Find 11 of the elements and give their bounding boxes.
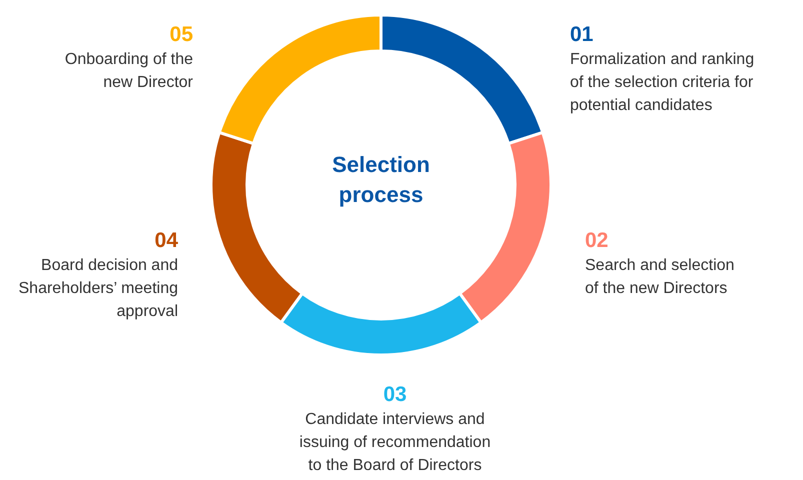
step-number: 03 — [382, 382, 408, 408]
step-description: Search and selection of the new Directors — [585, 256, 736, 299]
step-number: 05 — [168, 22, 193, 48]
step-number: 02 — [585, 228, 610, 254]
step-description: Formalization and ranking of the selection criteria for potential candidates — [570, 50, 756, 116]
step-description: Candidate interviews and issuing of recommendation to the Board of Directors — [298, 410, 492, 476]
step-number: 01 — [570, 22, 594, 48]
center-title: Selection process — [291, 150, 471, 210]
step-description: Onboarding of the new Director — [64, 50, 193, 93]
step-description: Board decision and Shareholders’ meeting approval — [18, 256, 178, 322]
step-number: 04 — [154, 228, 178, 254]
